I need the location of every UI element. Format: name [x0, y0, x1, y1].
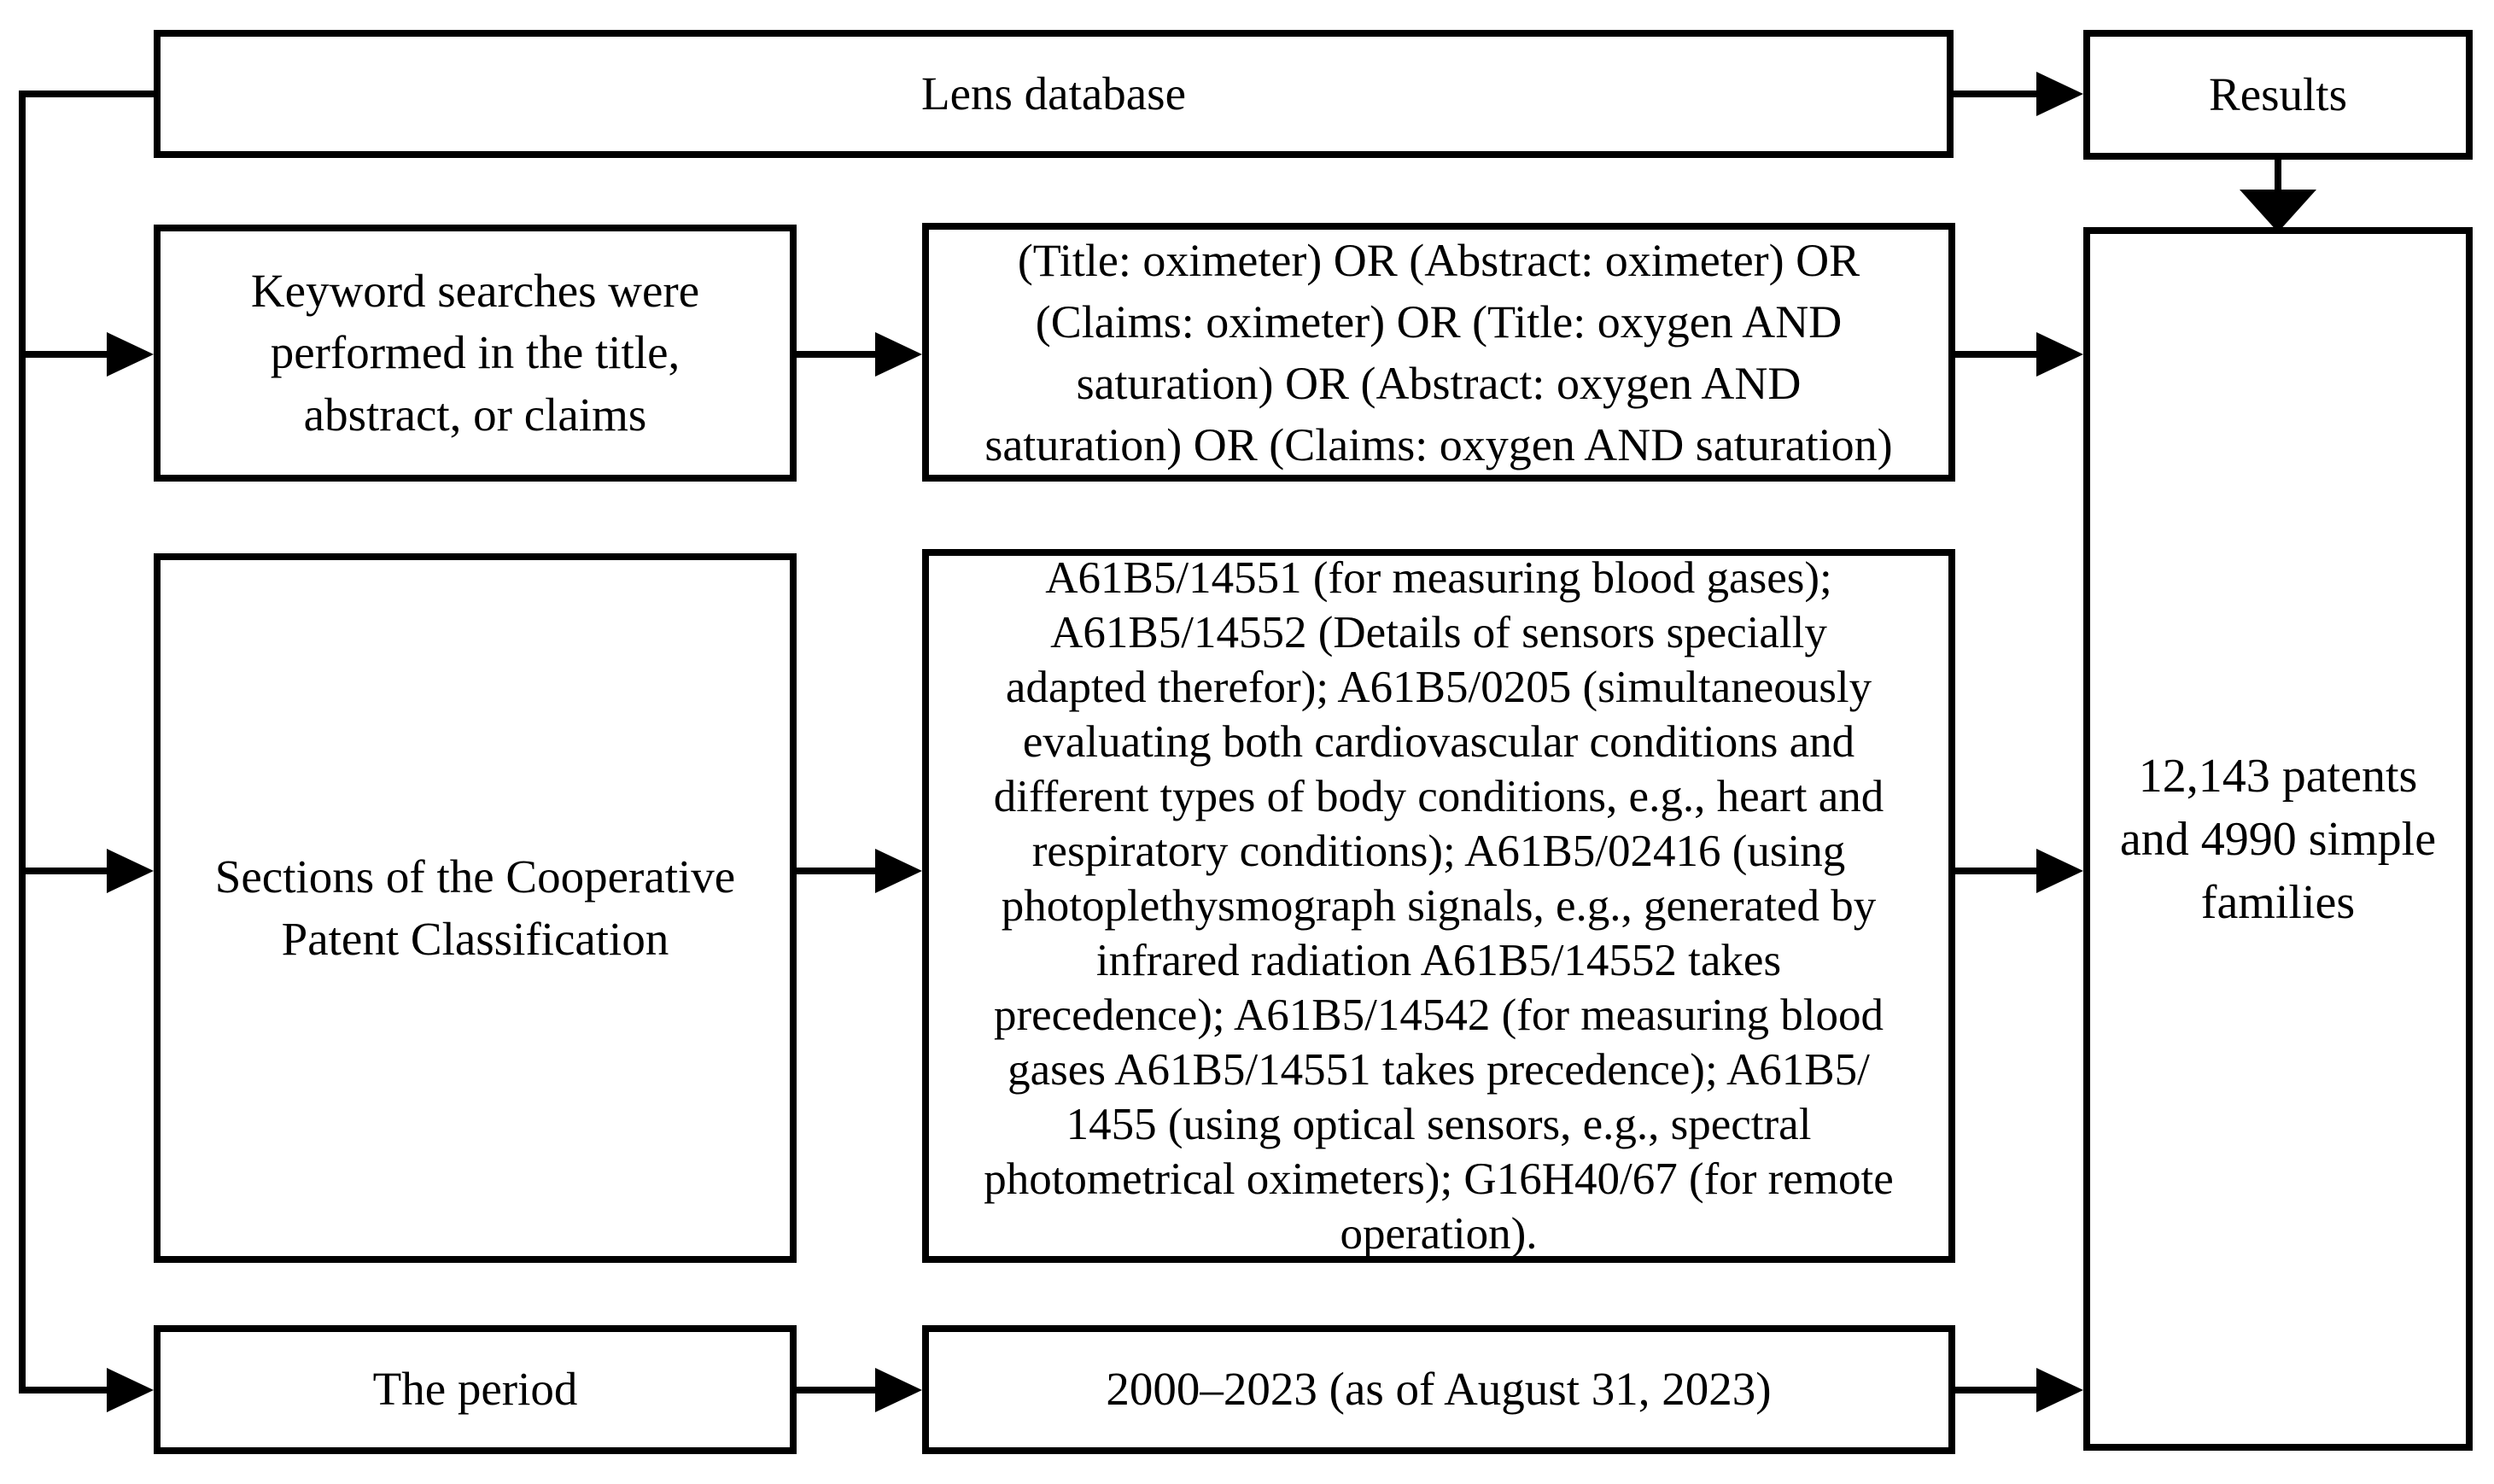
- lens-database-label: Lens database: [921, 67, 1186, 120]
- results-label: Results: [2209, 67, 2347, 120]
- keyword-search-box: Keyword searches were performed in the t…: [154, 225, 797, 482]
- spine-to-lens-database-connector: [19, 91, 154, 97]
- lens-to-results-line: [1954, 91, 2039, 97]
- left-spine-line: [19, 91, 26, 1393]
- results-box: Results: [2083, 30, 2473, 160]
- cpc-to-codes-line: [797, 868, 882, 874]
- spine-to-keyword-line: [19, 351, 113, 358]
- lens-to-results-arrowhead-icon: [2036, 72, 2083, 116]
- period-value-box: 2000–2023 (as of August 31, 2023): [922, 1325, 1955, 1454]
- period-box: The period: [154, 1325, 797, 1454]
- spine-to-period-line: [19, 1387, 113, 1393]
- spine-to-cpc-line: [19, 868, 113, 874]
- codes-to-total-arrowhead-icon: [2036, 849, 2083, 893]
- period-to-value-arrowhead-icon: [875, 1368, 922, 1412]
- cpc-to-codes-arrowhead-icon: [875, 849, 922, 893]
- cpc-codes-label: A61B5/14551 (for measuring blood gases);…: [984, 553, 1894, 1259]
- keyword-to-query-line: [797, 351, 882, 358]
- value-to-total-arrowhead-icon: [2036, 1368, 2083, 1412]
- period-to-value-line: [797, 1387, 882, 1393]
- codes-to-total-line: [1955, 868, 2041, 874]
- query-to-total-arrowhead-icon: [2036, 332, 2083, 377]
- spine-to-keyword-arrowhead-icon: [107, 332, 154, 377]
- query-to-total-line: [1955, 351, 2041, 358]
- cpc-sections-box: Sections of the Cooperative Patent Class…: [154, 553, 797, 1263]
- keyword-query-box: (Title: oximeter) OR (Abstract: oximeter…: [922, 223, 1955, 482]
- cpc-sections-label: Sections of the Cooperative Patent Class…: [214, 850, 736, 965]
- keyword-search-label: Keyword searches were performed in the t…: [250, 264, 700, 441]
- results-total-label: 12,143 patents and 4990 simple families: [2119, 749, 2437, 929]
- cpc-codes-box: A61B5/14551 (for measuring blood gases);…: [922, 549, 1955, 1263]
- keyword-query-label: (Title: oximeter) OR (Abstract: oximeter…: [984, 234, 1893, 470]
- results-total-box: 12,143 patents and 4990 simple families: [2083, 227, 2473, 1451]
- results-to-total-line: [2275, 160, 2281, 194]
- period-label: The period: [372, 1363, 578, 1416]
- value-to-total-line: [1955, 1387, 2041, 1393]
- lens-database-box: Lens database: [154, 30, 1954, 158]
- results-to-total-arrowhead-icon: [2240, 190, 2316, 232]
- spine-to-period-arrowhead-icon: [107, 1368, 154, 1412]
- keyword-to-query-arrowhead-icon: [875, 332, 922, 377]
- spine-to-cpc-arrowhead-icon: [107, 849, 154, 893]
- period-value-label: 2000–2023 (as of August 31, 2023): [1106, 1363, 1772, 1416]
